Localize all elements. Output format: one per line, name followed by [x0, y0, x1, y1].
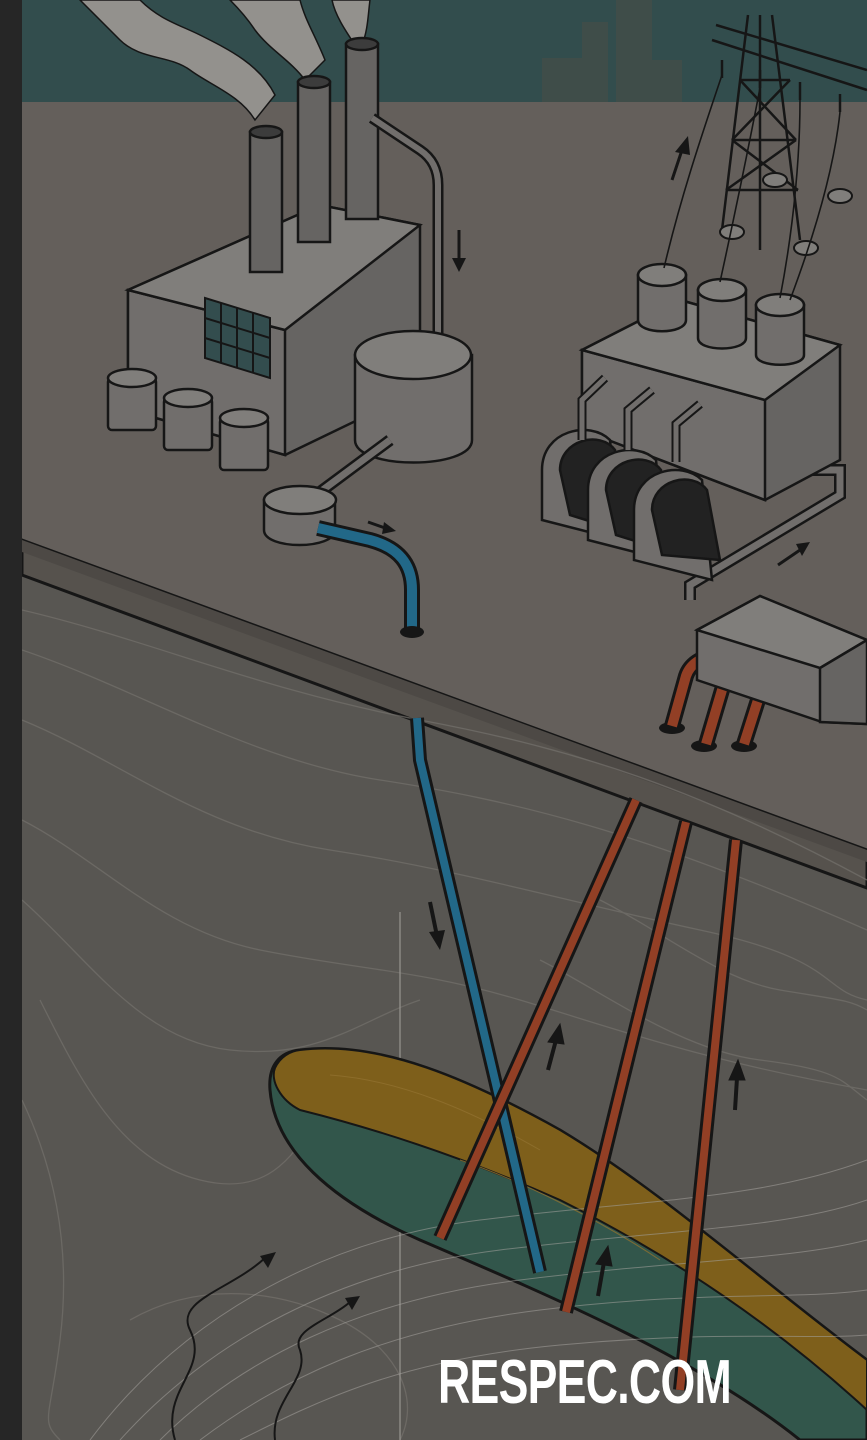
watermark-text: RESPEC.COM: [438, 1352, 731, 1414]
dim-overlay: [22, 0, 867, 1440]
left-edge-bar: [0, 0, 22, 1440]
